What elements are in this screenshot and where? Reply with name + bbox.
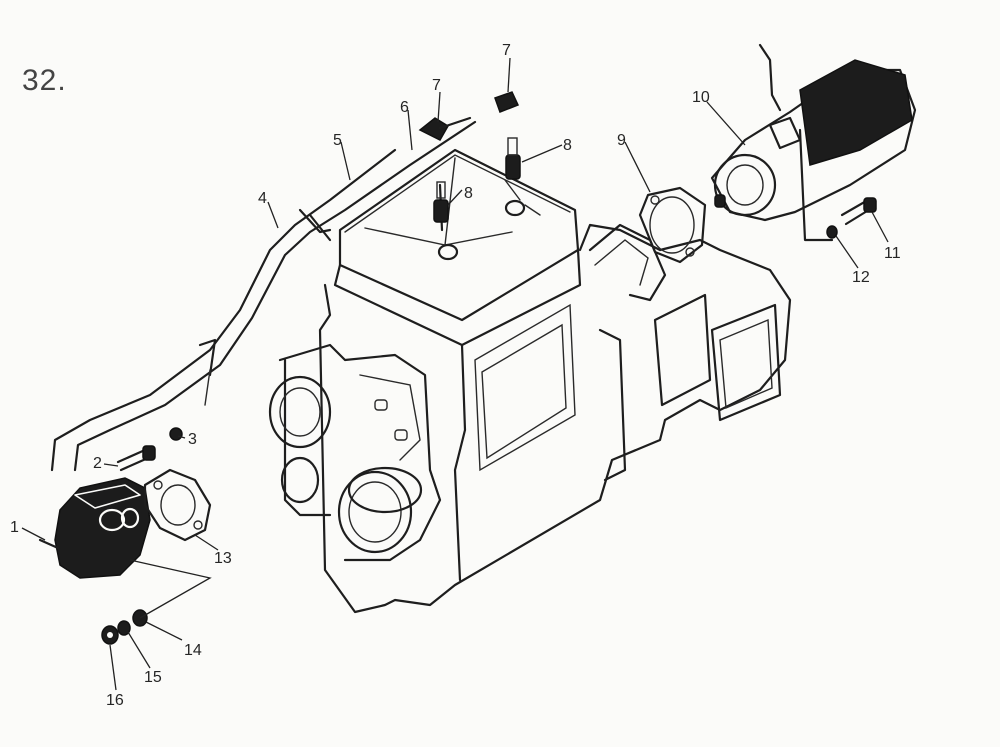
engine-block [268,148,792,614]
washer-15 [117,620,131,636]
bolt-7-right [494,91,520,113]
washer-3 [169,427,183,441]
callout-11: 11 [884,245,901,262]
callout-2: 2 [93,455,102,472]
callout-4: 4 [258,190,267,207]
callout-5: 5 [333,132,342,149]
figure-number: 32. [22,64,67,97]
bolt-11 [840,197,877,226]
callout-6: 6 [400,99,409,116]
starter-motor-10 [710,43,917,242]
callout-10: 10 [692,89,710,106]
bolt-2 [116,445,156,472]
callout-12: 12 [852,269,870,286]
callout-13: 13 [214,550,232,567]
callout-8a: 8 [464,185,473,202]
leader-lines [21,57,889,691]
callout-8b: 8 [563,137,572,154]
injector-8-right [505,137,521,180]
gasket-13 [143,468,212,542]
callout-16: 16 [106,692,124,709]
nut-16 [101,625,119,645]
callout-14: 14 [184,642,202,659]
callout-labels: 1 2 3 4 5 6 7 7 8 8 9 10 11 12 13 14 15 … [10,42,901,709]
callout-7a: 7 [432,77,441,94]
callout-3: 3 [188,431,197,448]
stud-line [129,559,212,619]
washer-12 [826,225,838,239]
callout-7b: 7 [502,42,511,59]
callout-1: 1 [10,519,19,536]
callout-15: 15 [144,669,162,686]
fuel-pump-1 [38,477,151,579]
callout-9: 9 [617,132,626,149]
fuel-lines [50,120,477,472]
injector-8-left [433,181,449,232]
gasket-9 [638,186,707,264]
bolt-7-left [418,116,472,141]
